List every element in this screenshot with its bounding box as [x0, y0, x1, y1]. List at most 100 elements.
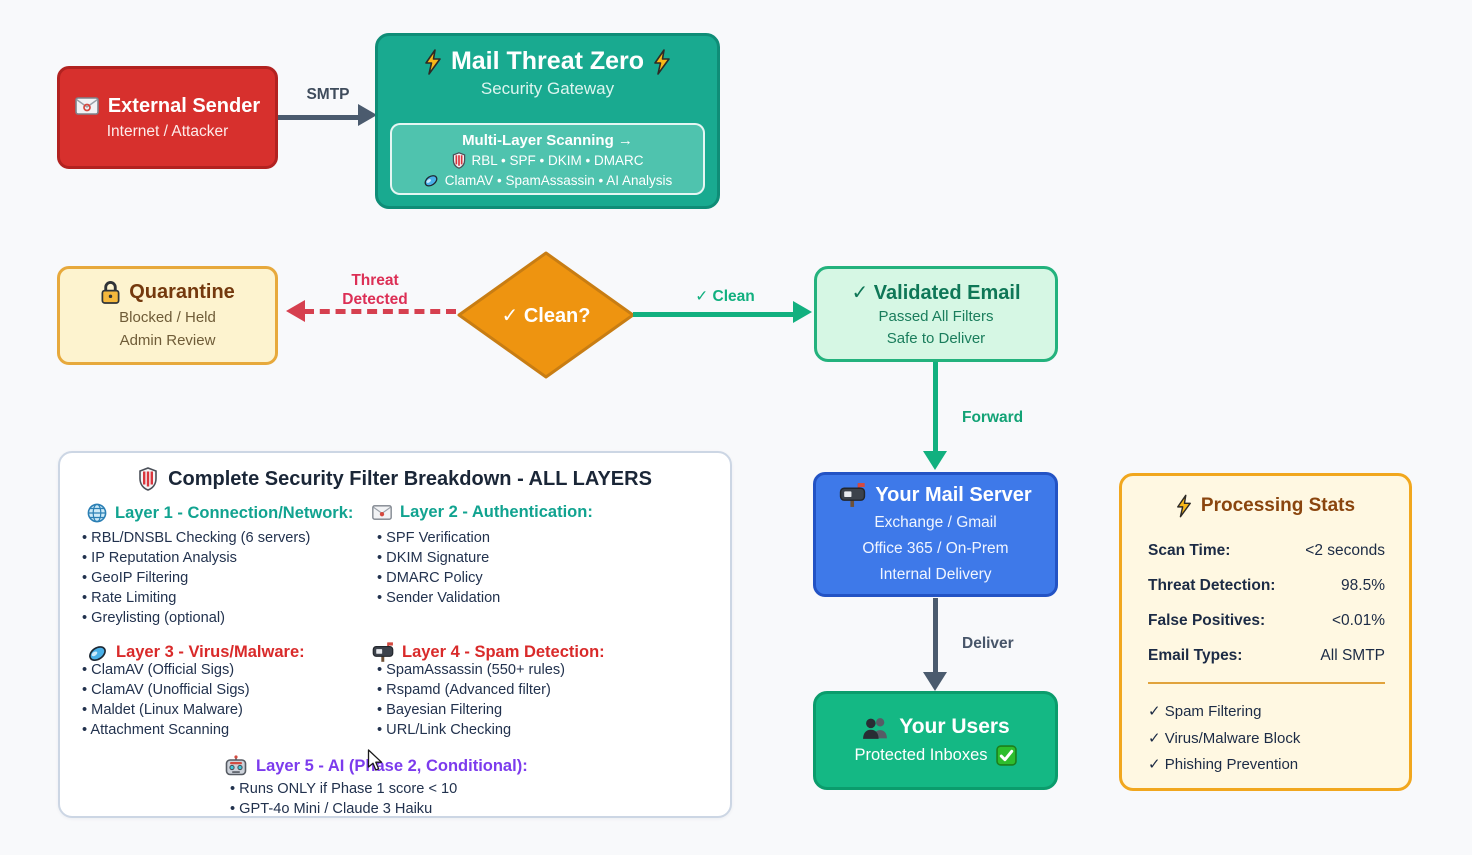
layer5-heading-row: Layer 5 - AI (Phase 2, Conditional): [224, 755, 528, 777]
external-sender-node: External Sender Internet / Attacker [57, 66, 278, 169]
quarantine-line-2: Admin Review [119, 332, 216, 349]
envelope-icon [372, 505, 392, 520]
layer2-items: SPF Verification DKIM Signature DMARC Po… [377, 528, 500, 608]
clean-arrow-line [633, 312, 793, 317]
filter-item: IP Reputation Analysis [82, 548, 310, 568]
layer4-heading-row: Layer 4 - Spam Detection: [372, 642, 605, 663]
layer1-heading: Layer 1 - Connection/Network: [115, 503, 354, 522]
users-title: Your Users [899, 715, 1010, 738]
lock-icon [101, 281, 120, 304]
scan-line-1: RBL • SPF • DKIM • DMARC [471, 153, 644, 168]
layer2-heading-row: Layer 2 - Authentication: [372, 503, 593, 522]
validated-email-node: ✓ Validated Email Passed All Filters Saf… [814, 266, 1058, 362]
external-sender-subtitle: Internet / Attacker [106, 122, 229, 140]
mailbox-icon [840, 483, 866, 507]
mail-server-line-3: Internal Delivery [879, 566, 992, 583]
layer4-items: SpamAssassin (550+ rules) Rspamd (Advanc… [377, 660, 565, 740]
forward-label: Forward [962, 409, 1024, 426]
stat-label: Scan Time: [1148, 542, 1231, 559]
mail-server-line-1: Exchange / Gmail [874, 514, 997, 531]
gateway-node: Mail Threat Zero Security Gateway Multi-… [375, 33, 720, 209]
validated-line-2: Safe to Deliver [886, 329, 986, 347]
filter-item: Rate Limiting [82, 588, 310, 608]
filter-item: DKIM Signature [377, 548, 500, 568]
layer5-items: Runs ONLY if Phase 1 score < 10 GPT-4o M… [230, 779, 457, 819]
gateway-subtitle: Security Gateway [480, 79, 615, 98]
stat-row: Scan Time: <2 seconds [1148, 542, 1385, 560]
filter-item: SPF Verification [377, 528, 500, 548]
filter-item: Sender Validation [377, 588, 500, 608]
deliver-arrow-line [933, 598, 938, 672]
shield-icon [452, 152, 465, 169]
stats-check-item: ✓ Phishing Prevention [1148, 756, 1299, 773]
layer4-heading: Layer 4 - Spam Detection: [402, 643, 605, 661]
threat-arrowhead [286, 300, 305, 322]
scan-panel-title: Multi-Layer Scanning → [462, 132, 633, 149]
decision-diamond [457, 251, 635, 379]
threat-label: Threat Detected [342, 272, 408, 308]
stat-label: False Positives: [1148, 612, 1266, 629]
stats-title-row: Processing Stats [1122, 494, 1409, 518]
filter-item: SpamAssassin (550+ rules) [377, 660, 565, 680]
smtp-label: SMTP [306, 86, 350, 103]
quarantine-title: Quarantine [129, 281, 235, 303]
filter-breakdown-panel: Complete Security Filter Breakdown - ALL… [58, 451, 732, 818]
robot-icon [225, 755, 247, 776]
gateway-title: Mail Threat Zero [450, 47, 645, 75]
mail-server-node: Your Mail Server Exchange / Gmail Office… [813, 472, 1058, 597]
layer2-heading: Layer 2 - Authentication: [400, 503, 593, 521]
stat-label: Threat Detection: [1148, 577, 1276, 594]
scan-line-2: ClamAV • SpamAssassin • AI Analysis [444, 172, 673, 188]
mailbox-icon [372, 642, 394, 662]
comet-icon [89, 646, 106, 662]
filter-item: Greylisting (optional) [82, 608, 310, 628]
decision-label: ✓ Clean? [501, 304, 591, 327]
clean-label: ✓ Clean [695, 288, 755, 305]
stats-check-item: ✓ Virus/Malware Block [1148, 730, 1301, 747]
quarantine-line-1: Blocked / Held [119, 309, 216, 326]
envelope-icon [75, 97, 99, 115]
layer1-heading-row: Layer 1 - Connection/Network: [87, 503, 353, 523]
stat-row: Email Types: All SMTP [1148, 647, 1385, 665]
filter-item: DMARC Policy [377, 568, 500, 588]
stats-divider [1148, 682, 1385, 684]
validated-line-1: Passed All Filters [878, 307, 994, 325]
cursor-pointer [367, 749, 383, 771]
stat-row: False Positives: <0.01% [1148, 612, 1385, 630]
stat-value: All SMTP [1320, 647, 1385, 664]
deliver-arrowhead [923, 672, 947, 691]
filter-item: Runs ONLY if Phase 1 score < 10 [230, 779, 457, 799]
filter-item: RBL/DNSBL Checking (6 servers) [82, 528, 310, 548]
layer3-heading: Layer 3 - Virus/Malware: [116, 643, 305, 661]
layer3-heading-row: Layer 3 - Virus/Malware: [87, 642, 305, 663]
smtp-arrowhead [358, 104, 377, 126]
layer1-items: RBL/DNSBL Checking (6 servers) IP Reputa… [82, 528, 310, 628]
filter-item: Rspamd (Advanced filter) [377, 680, 565, 700]
external-sender-title: External Sender [107, 94, 261, 117]
filter-item: Bayesian Filtering [377, 700, 565, 720]
breakdown-title-row: Complete Security Filter Breakdown - ALL… [60, 467, 730, 491]
processing-stats-panel: Processing Stats Scan Time: <2 seconds T… [1119, 473, 1412, 791]
filter-item: ClamAV (Official Sigs) [82, 660, 250, 680]
validated-title: ✓ Validated Email [851, 281, 1021, 304]
stat-value: 98.5% [1341, 577, 1385, 594]
filter-item: GeoIP Filtering [82, 568, 310, 588]
filter-item: Attachment Scanning [82, 720, 250, 740]
deliver-label: Deliver [962, 635, 1014, 652]
forward-arrowhead [923, 451, 947, 470]
breakdown-title: Complete Security Filter Breakdown - ALL… [168, 467, 652, 490]
lightning-icon [425, 48, 441, 75]
people-icon [863, 717, 888, 739]
threat-arrow-line [304, 309, 456, 314]
smtp-arrow-line [278, 115, 360, 120]
layer5-heading: Layer 5 - AI (Phase 2, Conditional): [256, 756, 528, 775]
filter-item: Maldet (Linux Malware) [82, 700, 250, 720]
scan-panel: Multi-Layer Scanning → RBL • SPF • DKIM … [390, 123, 705, 195]
users-node: Your Users Protected Inboxes [813, 691, 1058, 790]
users-line-1: Protected Inboxes [854, 746, 988, 764]
lightning-icon [1176, 494, 1191, 518]
filter-item: URL/Link Checking [377, 720, 565, 740]
stats-check-item: ✓ Spam Filtering [1148, 703, 1262, 720]
stat-label: Email Types: [1148, 647, 1243, 664]
